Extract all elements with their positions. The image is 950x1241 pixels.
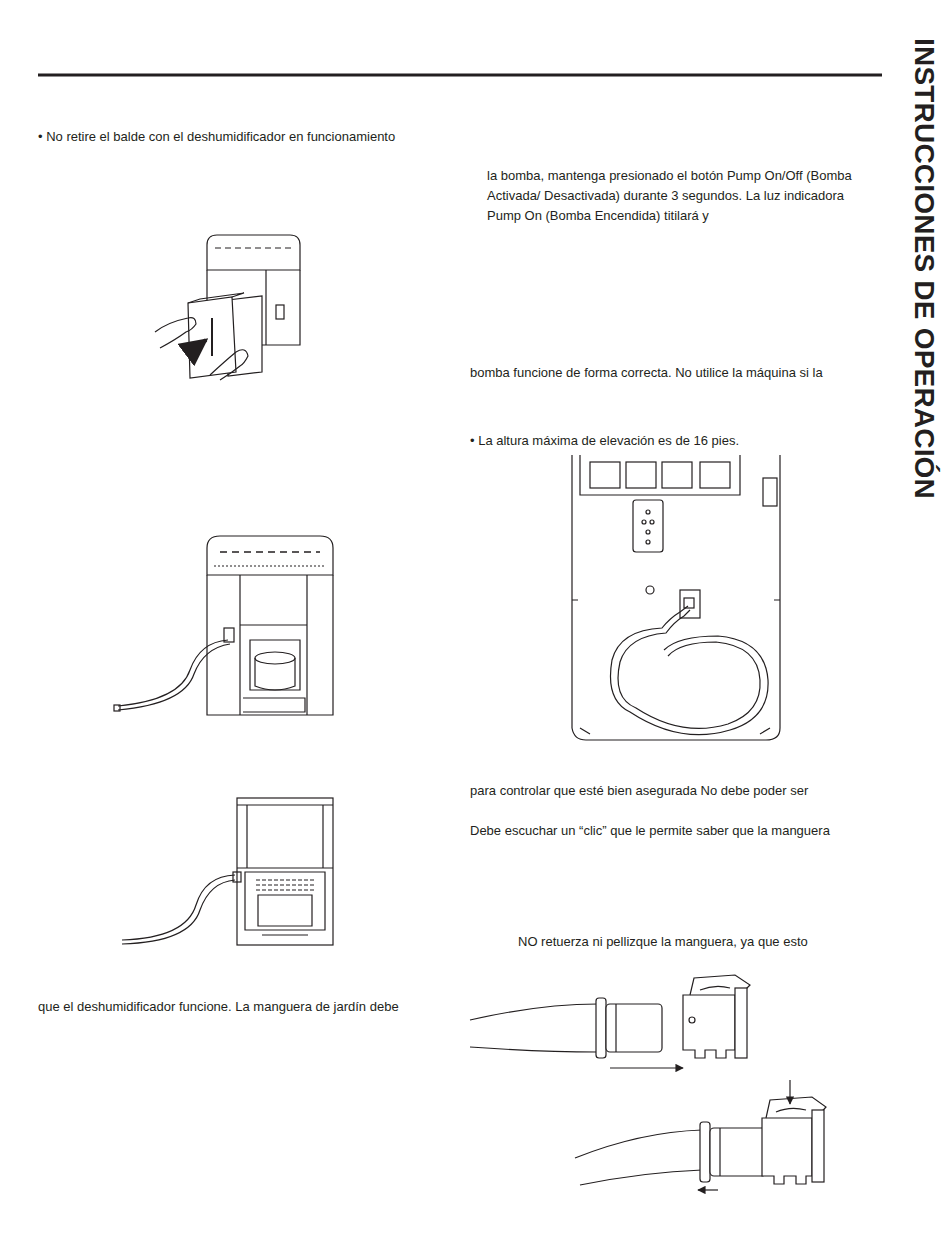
body-text: • La altura máxima de elevación es de 16… [470, 431, 739, 451]
body-text: bomba funcione de forma correcta. No uti… [470, 363, 823, 383]
body-text: NO retuerza ni pellizque la manguera, ya… [518, 932, 808, 952]
header-rule [38, 74, 882, 77]
pump-hose-figure [114, 536, 333, 715]
bucket-removal-figure [155, 235, 300, 380]
body-text: Debe escuchar un “clic” que le permite s… [470, 821, 830, 841]
side-heading: INSTRUCCIONES DE OPERACIÓN [908, 38, 940, 499]
hose-connector-figure [470, 975, 826, 1190]
front-view-figure [122, 798, 333, 945]
body-text: que el deshumidificador funcione. La man… [38, 997, 399, 1017]
rear-view-figure [572, 455, 780, 740]
body-text: • No retire el balde con el deshumidific… [38, 127, 395, 147]
body-text: para controlar que esté bien asegurada N… [470, 781, 808, 801]
body-text: la bomba, mantenga presionado el botón P… [487, 166, 855, 226]
